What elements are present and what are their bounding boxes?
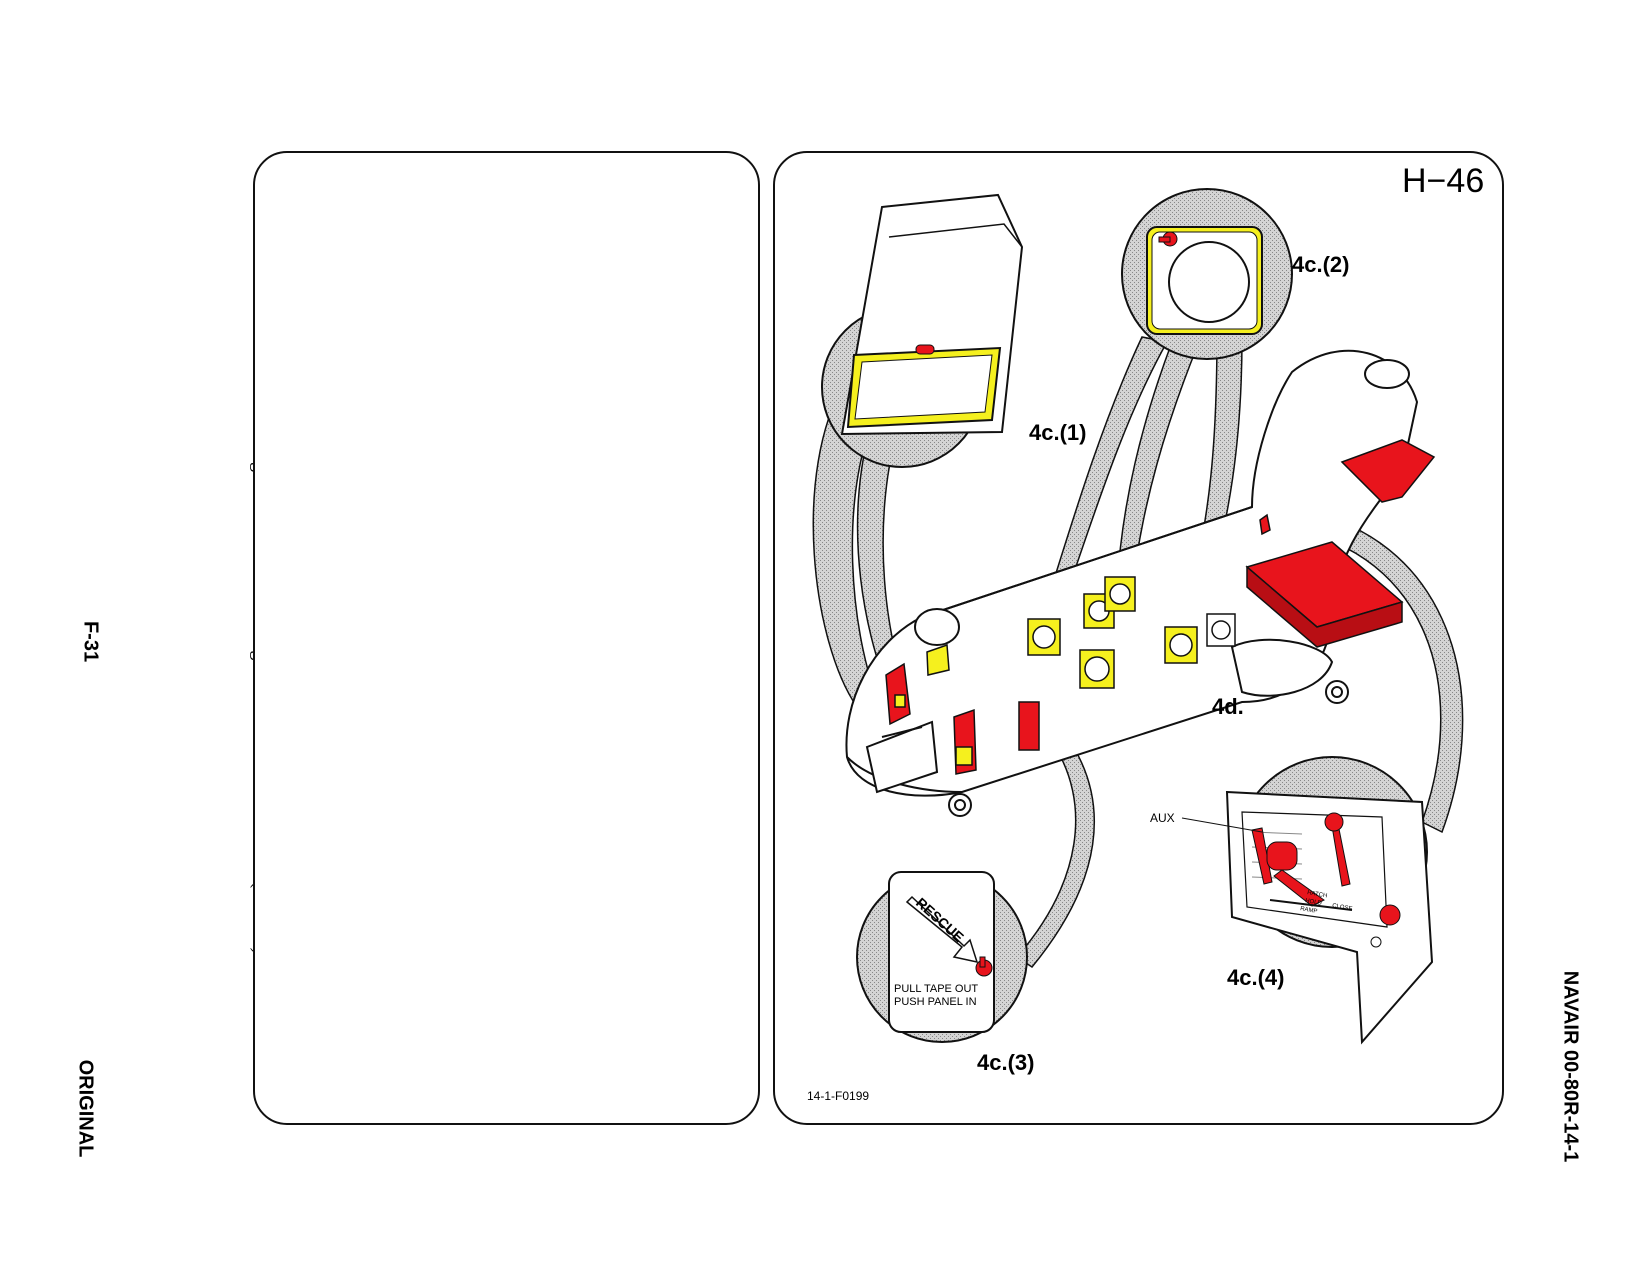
page-number: F-31 xyxy=(79,620,102,663)
blank-left-panel xyxy=(253,151,760,1125)
callout-4d: 4d. xyxy=(1212,694,1244,719)
detail-rescue-panel xyxy=(856,871,1028,1043)
leader-band-3 xyxy=(1015,736,1096,969)
detail-window xyxy=(1121,188,1293,360)
helicopter-illustration: H−46 4c.(1) 4c.(2) 4c.(3) 4c.(4) 4d. RES… xyxy=(807,162,1484,1103)
stamp-ramp: RAMP xyxy=(1300,906,1318,915)
leader-band-4 xyxy=(1271,506,1464,834)
stamp-hold: HOLD xyxy=(1305,898,1323,907)
aircraft-label: H−46 xyxy=(1402,162,1484,200)
yellow-windows xyxy=(894,576,1236,766)
callout-4c1: 4c.(1) xyxy=(1029,420,1086,445)
drawing-number: 14-1-F0199 xyxy=(807,1089,869,1103)
detail-overhead-hatch xyxy=(821,193,1024,468)
helicopter-fuselage xyxy=(845,349,1419,817)
callout-4c4: 4c.(4) xyxy=(1227,965,1284,990)
stamp-close: CLOSE xyxy=(1332,903,1353,912)
red-exits xyxy=(885,439,1436,775)
callout-4c3: 4c.(3) xyxy=(977,1050,1034,1075)
document-id: NAVAIR 00-80R-14-1 xyxy=(1559,970,1582,1163)
aux-label: AUX xyxy=(1150,811,1175,825)
edition-label: ORIGINAL xyxy=(74,1059,97,1158)
rescue-instruction-2: PUSH PANEL IN xyxy=(894,996,977,1008)
callout-4c2: 4c.(2) xyxy=(1292,252,1349,277)
rescue-instruction-1: PULL TAPE OUT xyxy=(894,983,978,995)
detail-control-handle xyxy=(1181,756,1434,1045)
stamp-hatch: HATCH xyxy=(1307,890,1328,899)
figure-panel: H−46 4c.(1) 4c.(2) 4c.(3) 4c.(4) 4d. RES… xyxy=(773,151,1504,1125)
